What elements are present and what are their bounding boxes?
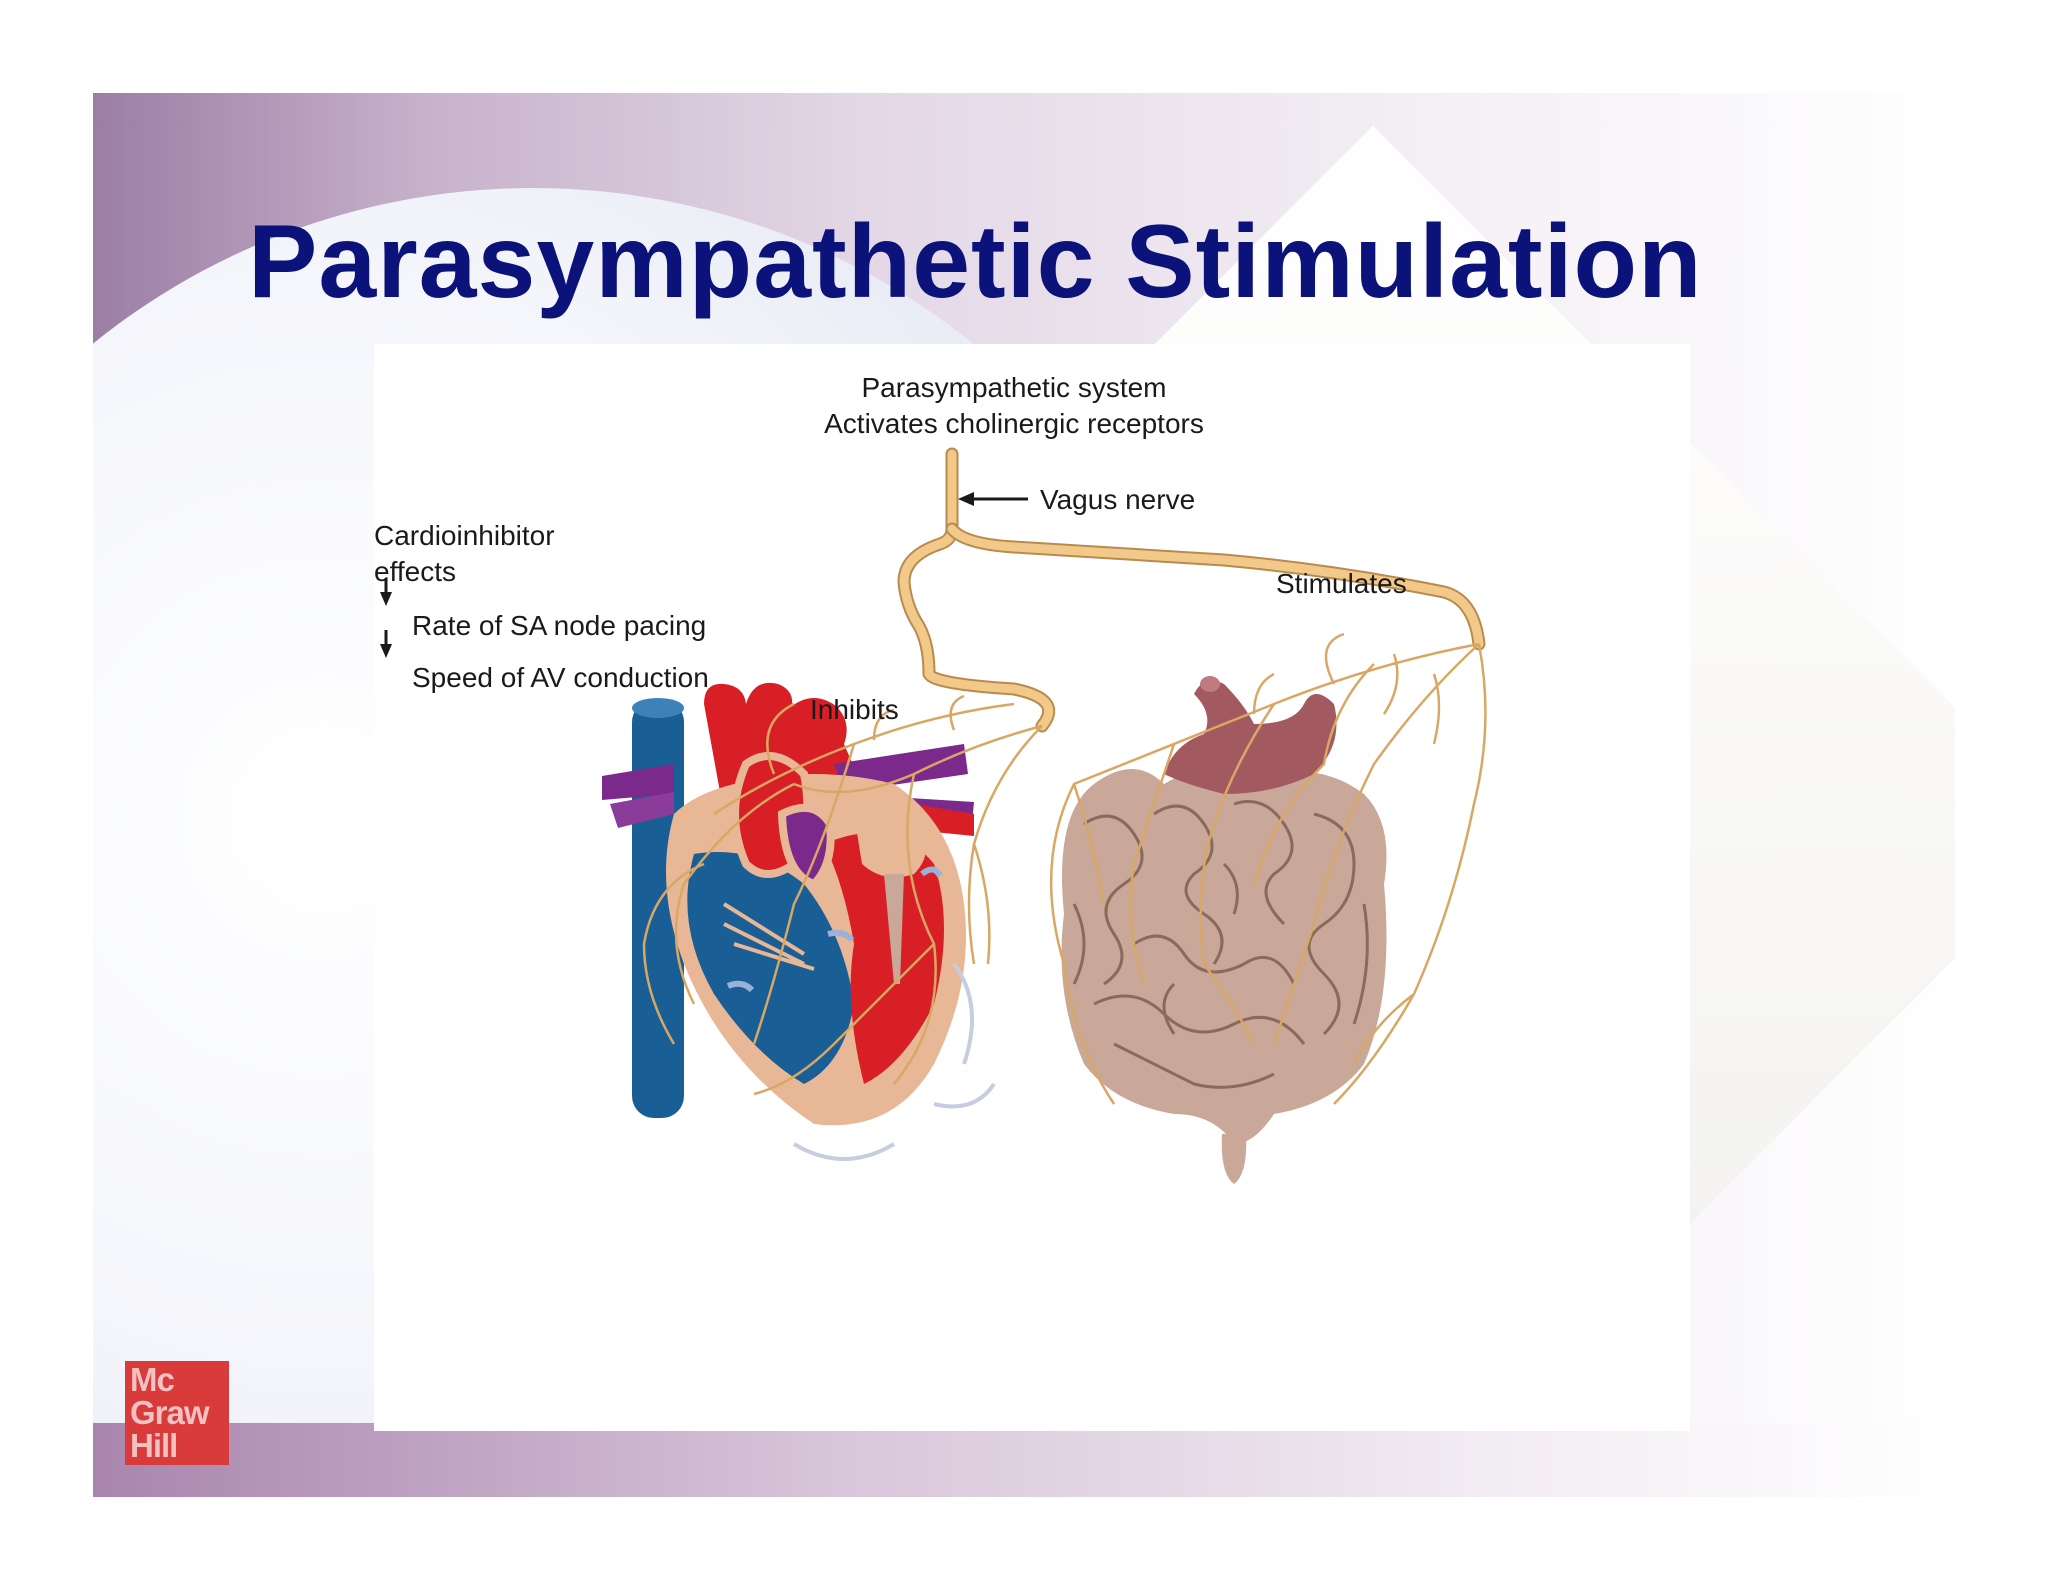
system-label-line1: Parasympathetic system (861, 372, 1167, 403)
bottom-band (93, 1423, 1955, 1497)
inhibits-label: Inhibits (810, 694, 899, 725)
logo-line3: Hill (130, 1427, 178, 1464)
diagram-illustration (380, 447, 1487, 1184)
effect-item-sa-node: Rate of SA node pacing (412, 610, 707, 641)
effect-item-av-conduction: Speed of AV conduction (412, 662, 709, 693)
slide-background: Parasympathetic Stimulation (93, 93, 1955, 1497)
vagus-nerve-label: Vagus nerve (1040, 484, 1196, 515)
stimulates-label: Stimulates (1276, 568, 1407, 599)
slide-title: Parasympathetic Stimulation (248, 204, 1703, 320)
mcgraw-hill-logo: Mc Graw Hill (125, 1361, 229, 1465)
logo-line1: Mc (130, 1361, 175, 1398)
system-label-line2: Activates cholinergic receptors (824, 408, 1204, 439)
diagram-figure: Parasympathetic system Activates choline… (374, 344, 1690, 1431)
effect-2-down-arrow-icon (380, 630, 392, 658)
effects-title-line1: Cardioinhibitor (374, 520, 555, 551)
vagus-arrow-icon (958, 492, 1028, 506)
vagus-nerve (897, 447, 1486, 733)
heart-illustration (602, 682, 1043, 1161)
intestines-illustration (1049, 632, 1487, 1184)
effects-title-line2: effects (374, 556, 456, 587)
logo-line2: Graw (130, 1394, 210, 1431)
effect-1-down-arrow-icon (380, 578, 392, 606)
